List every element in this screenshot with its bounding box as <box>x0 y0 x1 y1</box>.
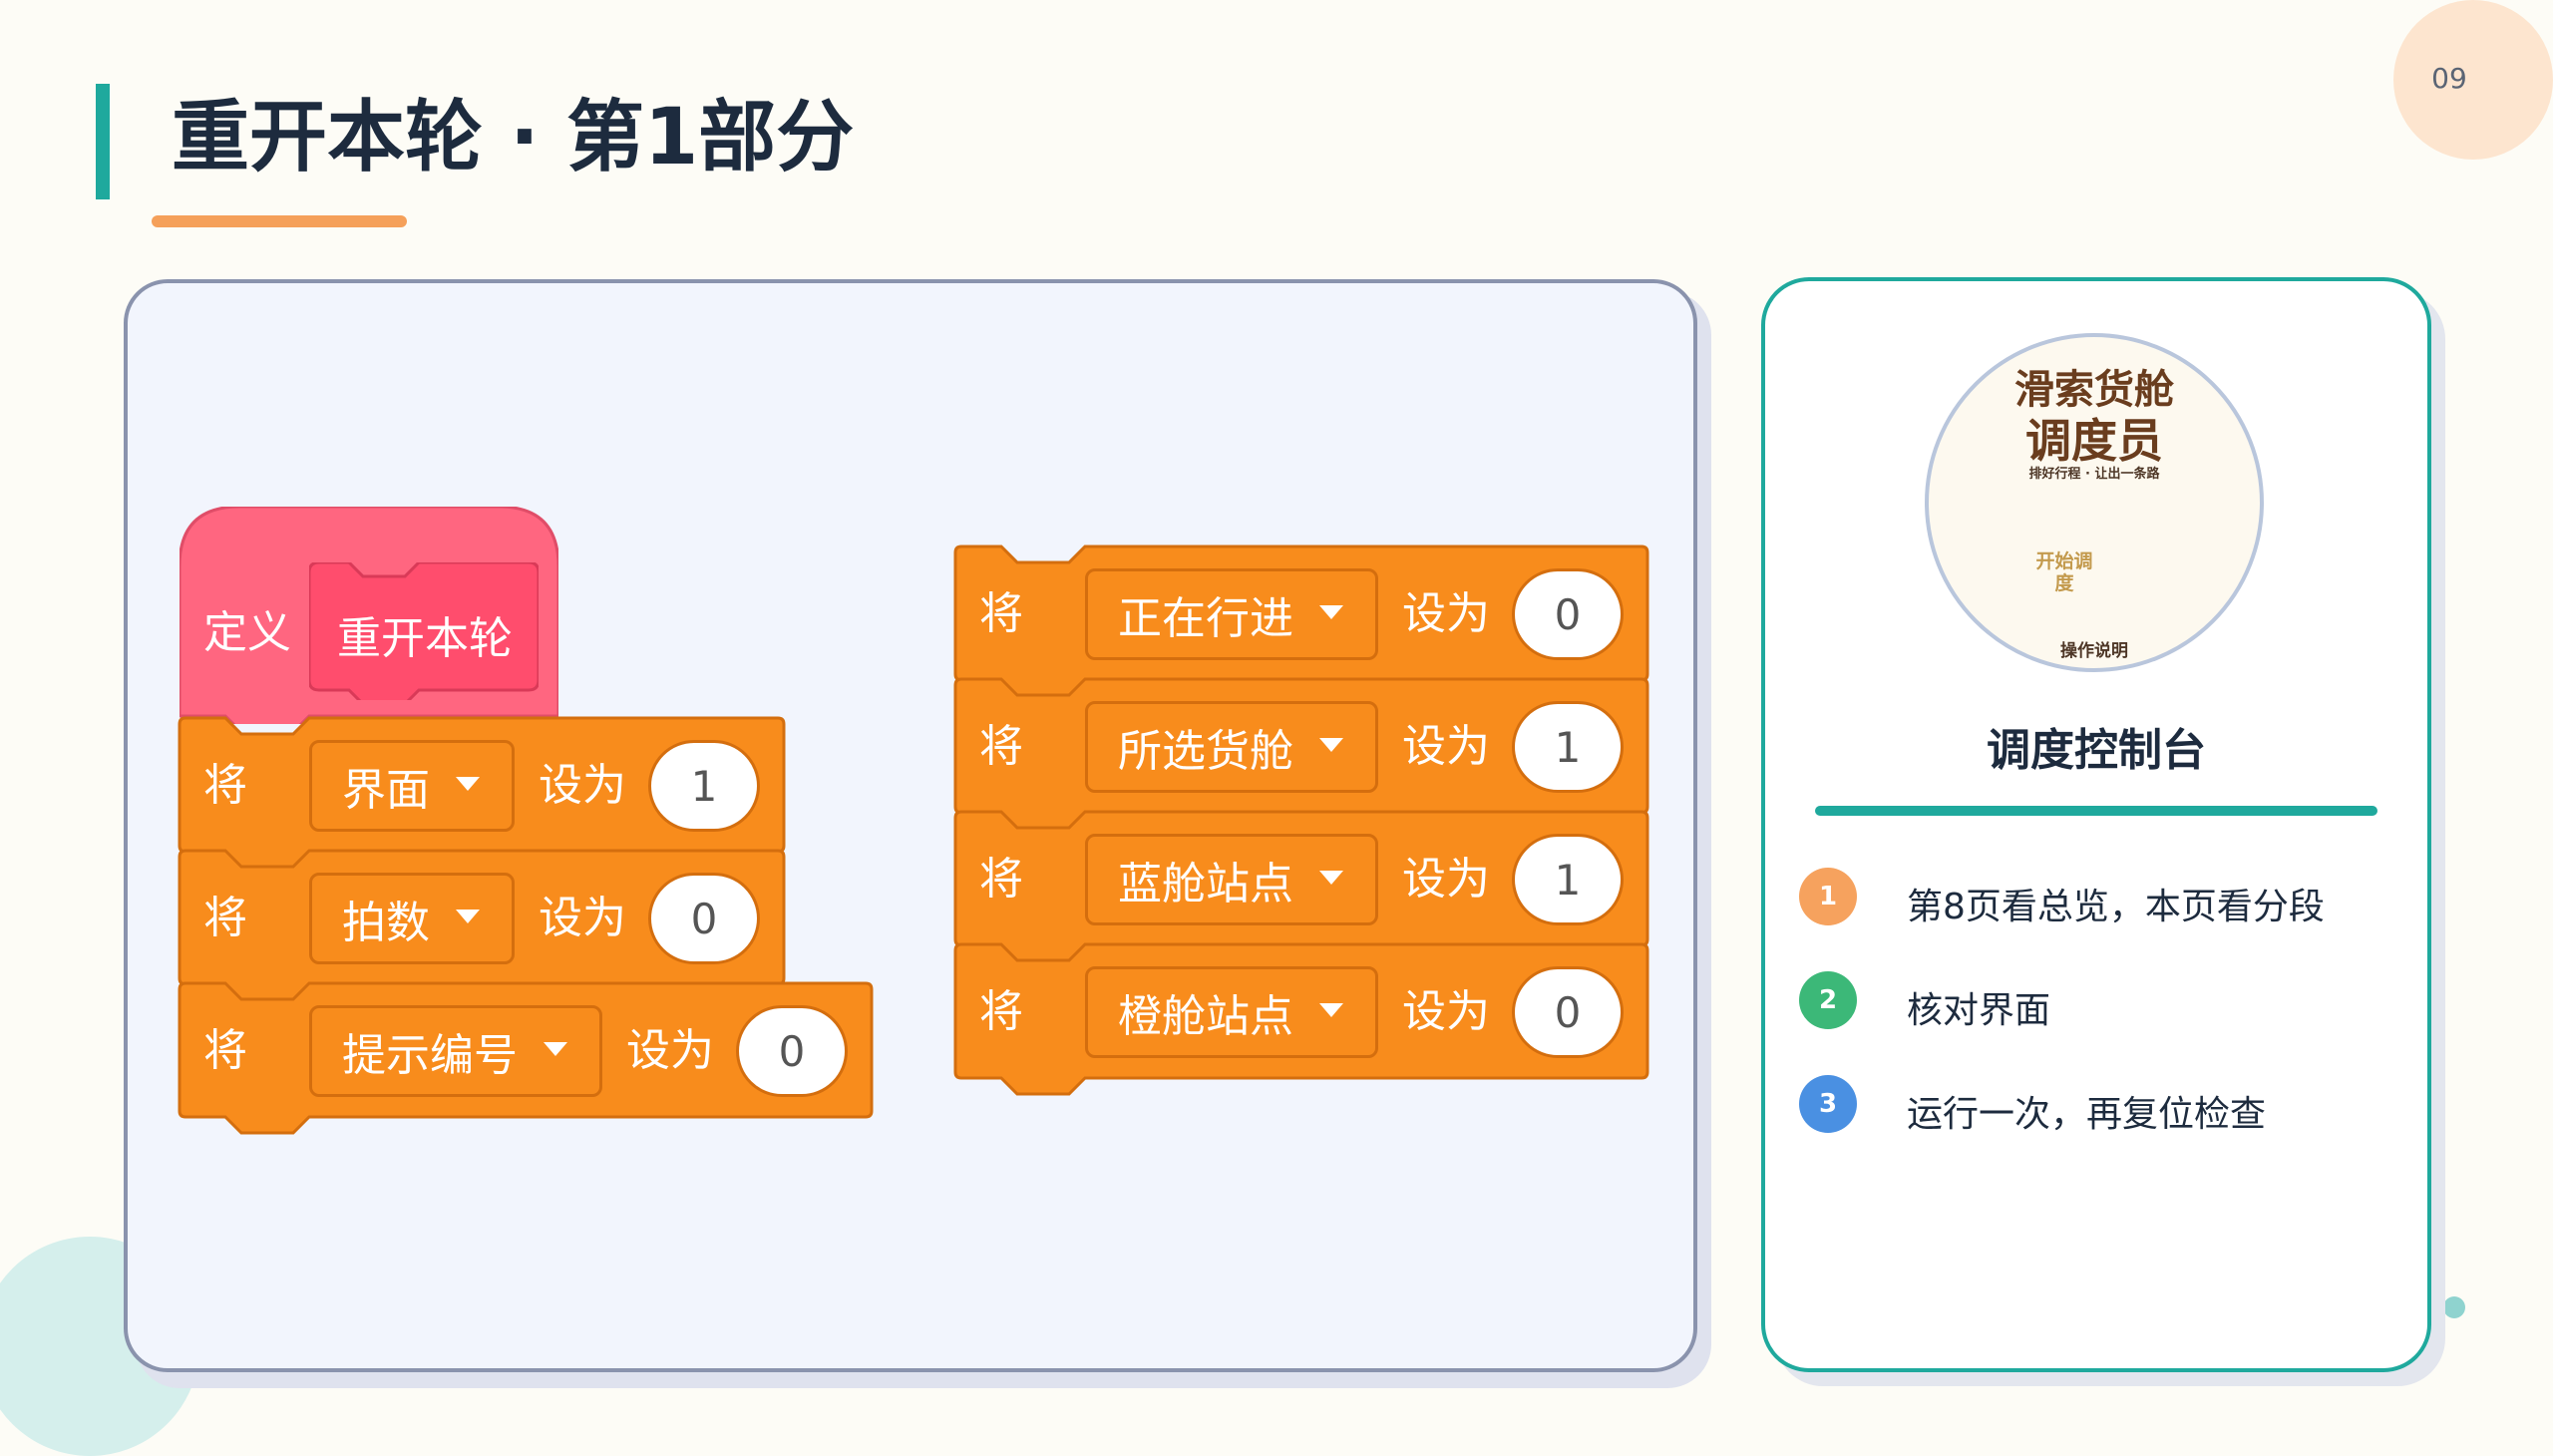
set-keyword: 将 <box>203 893 247 943</box>
thumbnail-start-button[interactable]: 开始调度 <box>2035 550 2093 594</box>
chevron-down-icon <box>1317 1001 1345 1023</box>
set-keyword: 将 <box>979 854 1023 905</box>
decorative-dot <box>2443 1296 2465 1318</box>
right-set-variable-block[interactable]: 将 橙舱站点 设为 0 <box>953 942 1649 1096</box>
card-divider <box>1815 806 2377 816</box>
set-to-label: 设为 <box>539 893 626 943</box>
set-keyword: 将 <box>979 588 1023 639</box>
variable-name: 界面 <box>342 765 430 816</box>
variable-dropdown[interactable]: 界面 <box>309 740 515 832</box>
value-input[interactable]: 0 <box>1512 568 1624 660</box>
right-set-variable-block[interactable]: 将 所选货舱 设为 1 <box>953 677 1649 831</box>
variable-name: 所选货舱 <box>1118 726 1293 777</box>
variable-dropdown[interactable]: 所选货舱 <box>1085 701 1378 793</box>
variable-name: 提示编号 <box>342 1030 518 1081</box>
set-to-label: 设为 <box>1402 854 1490 905</box>
thumbnail-title-line2: 调度员 <box>2025 414 2163 468</box>
variable-dropdown[interactable]: 正在行进 <box>1085 568 1378 660</box>
left-set-variable-block[interactable]: 将 拍数 设为 0 <box>178 849 786 1002</box>
chevron-down-icon <box>1317 869 1345 891</box>
step-1-text: 第8页看总览，本页看分段 <box>1907 887 2325 927</box>
card-title: 调度控制台 <box>1987 725 2206 776</box>
variable-name: 橙舱站点 <box>1118 991 1293 1042</box>
variable-dropdown[interactable]: 拍数 <box>309 873 515 964</box>
variable-name: 拍数 <box>342 898 430 948</box>
thumbnail-subtitle: 排好行程 · 让出一条路 <box>2028 467 2160 482</box>
step-3-badge: 3 <box>1799 1075 1857 1133</box>
page-number-circle <box>2393 0 2553 160</box>
title-underline <box>152 215 407 227</box>
set-keyword: 将 <box>203 1025 247 1076</box>
thumbnail-help-button[interactable]: 操作说明 <box>2060 641 2128 661</box>
set-to-label: 设为 <box>1402 986 1490 1037</box>
variable-dropdown[interactable]: 橙舱站点 <box>1085 966 1378 1058</box>
variable-name: 蓝舱站点 <box>1118 859 1293 910</box>
value-input[interactable]: 1 <box>1512 701 1624 793</box>
step-1-badge: 1 <box>1799 868 1857 925</box>
left-set-variable-block[interactable]: 将 界面 设为 1 <box>178 716 786 870</box>
set-to-label: 设为 <box>1402 588 1490 639</box>
chevron-down-icon <box>454 775 482 797</box>
define-keyword: 定义 <box>203 607 291 658</box>
value-input[interactable]: 0 <box>736 1005 848 1097</box>
variable-name: 正在行进 <box>1118 593 1293 644</box>
step-3-text: 运行一次，再复位检查 <box>1907 1094 2267 1135</box>
game-thumbnail[interactable]: 滑索货舱 调度员 排好行程 · 让出一条路 开始调度 操作说明 <box>1925 333 2264 672</box>
value-input[interactable]: 0 <box>1512 966 1624 1058</box>
set-keyword: 将 <box>203 760 247 811</box>
chevron-down-icon <box>454 908 482 929</box>
value-input[interactable]: 1 <box>648 740 760 832</box>
variable-dropdown[interactable]: 蓝舱站点 <box>1085 834 1378 925</box>
variable-dropdown[interactable]: 提示编号 <box>309 1005 602 1097</box>
chevron-down-icon <box>542 1040 569 1062</box>
chevron-down-icon <box>1317 736 1345 758</box>
page-number: 09 <box>2431 62 2467 95</box>
right-set-variable-block[interactable]: 将 蓝舱站点 设为 1 <box>953 810 1649 963</box>
custom-block-name[interactable]: 重开本轮 <box>307 560 541 706</box>
set-keyword: 将 <box>979 986 1023 1037</box>
custom-block-label: 重开本轮 <box>337 613 513 664</box>
left-set-variable-block[interactable]: 将 提示编号 设为 0 <box>178 981 874 1135</box>
define-hat-block[interactable]: 定义 重开本轮 <box>178 505 560 734</box>
page-title: 重开本轮 · 第1部分 <box>172 93 855 182</box>
set-to-label: 设为 <box>626 1025 714 1076</box>
set-to-label: 设为 <box>539 760 626 811</box>
chevron-down-icon <box>1317 603 1345 625</box>
title-accent-bar <box>96 84 110 199</box>
step-2-text: 核对界面 <box>1907 990 2051 1031</box>
set-to-label: 设为 <box>1402 721 1490 772</box>
thumbnail-title-line1: 滑索货舱 <box>2014 367 2174 413</box>
step-2-badge: 2 <box>1799 971 1857 1029</box>
right-set-variable-block[interactable]: 将 正在行进 设为 0 <box>953 545 1649 698</box>
value-input[interactable]: 0 <box>648 873 760 964</box>
set-keyword: 将 <box>979 721 1023 772</box>
value-input[interactable]: 1 <box>1512 834 1624 925</box>
